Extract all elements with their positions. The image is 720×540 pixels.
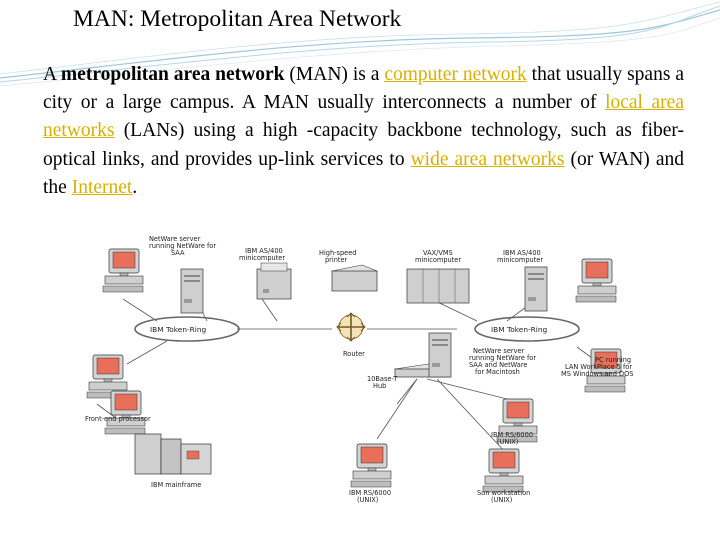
high-speed-printer-2-icon [330, 264, 379, 292]
bold-term: metropolitan area network [60, 64, 285, 85]
token-ring-right [474, 316, 580, 342]
link-internet[interactable]: Internet [71, 176, 133, 198]
network-diagram: IBM Token-Ring IBM Token-Ring Router Net… [85, 235, 633, 504]
link-wide-area-networks[interactable]: wide area networks [410, 148, 565, 170]
rs6000-bottom-icon [350, 443, 392, 488]
ibm-mainframe-label: IBM mainframe [151, 481, 201, 489]
front-end-processor-icon [104, 390, 146, 435]
link-local-area-networks[interactable]: local area networks [43, 92, 684, 142]
token-ring-left-label: IBM Token-Ring [150, 325, 207, 334]
title-swoosh-decoration [0, 1, 720, 87]
ibm-mainframe-icon [134, 433, 212, 475]
paragraph-text: that usually spans a city or a large cam… [43, 64, 684, 114]
router-icon [336, 312, 366, 342]
sun-workstation-label: Sun workstation(UNIX) [477, 489, 530, 504]
vax-vms-minicomputer-icon [406, 268, 470, 304]
paragraph-text: A [43, 64, 61, 85]
body-paragraph: A metropolitan area network (MAN) is a c… [43, 61, 684, 202]
rs6000-right-label: IBM RS/6000(UNIX) [491, 431, 533, 446]
paragraph-text: . [132, 176, 138, 198]
token-ring-left [134, 316, 240, 342]
rs6000-bottom-label: IBM RS/6000(UNIX) [349, 489, 391, 504]
as400-left-icon [180, 268, 204, 314]
link-computer-network[interactable]: computer network [384, 64, 527, 85]
high-speed-printer-icon [256, 262, 292, 300]
sun-workstation-icon [482, 448, 524, 493]
netware-mac-server-icon [428, 332, 452, 378]
front-end-processor-label: Front-end processor [85, 415, 151, 423]
paragraph-text: (LANs) using a high -capacity backbone t… [43, 120, 684, 170]
token-ring-right-label: IBM Token-Ring [491, 325, 548, 334]
paragraph-text: (or WAN) and the [43, 148, 684, 198]
paragraph-text: (MAN) is a [284, 64, 385, 85]
netware-saa-server-icon [102, 248, 144, 293]
router-label: Router [343, 350, 365, 358]
slide-title: MAN: Metropolitan Area Network [73, 6, 402, 32]
as400-right-icon [524, 266, 548, 312]
pc-top-right-icon [575, 258, 617, 303]
